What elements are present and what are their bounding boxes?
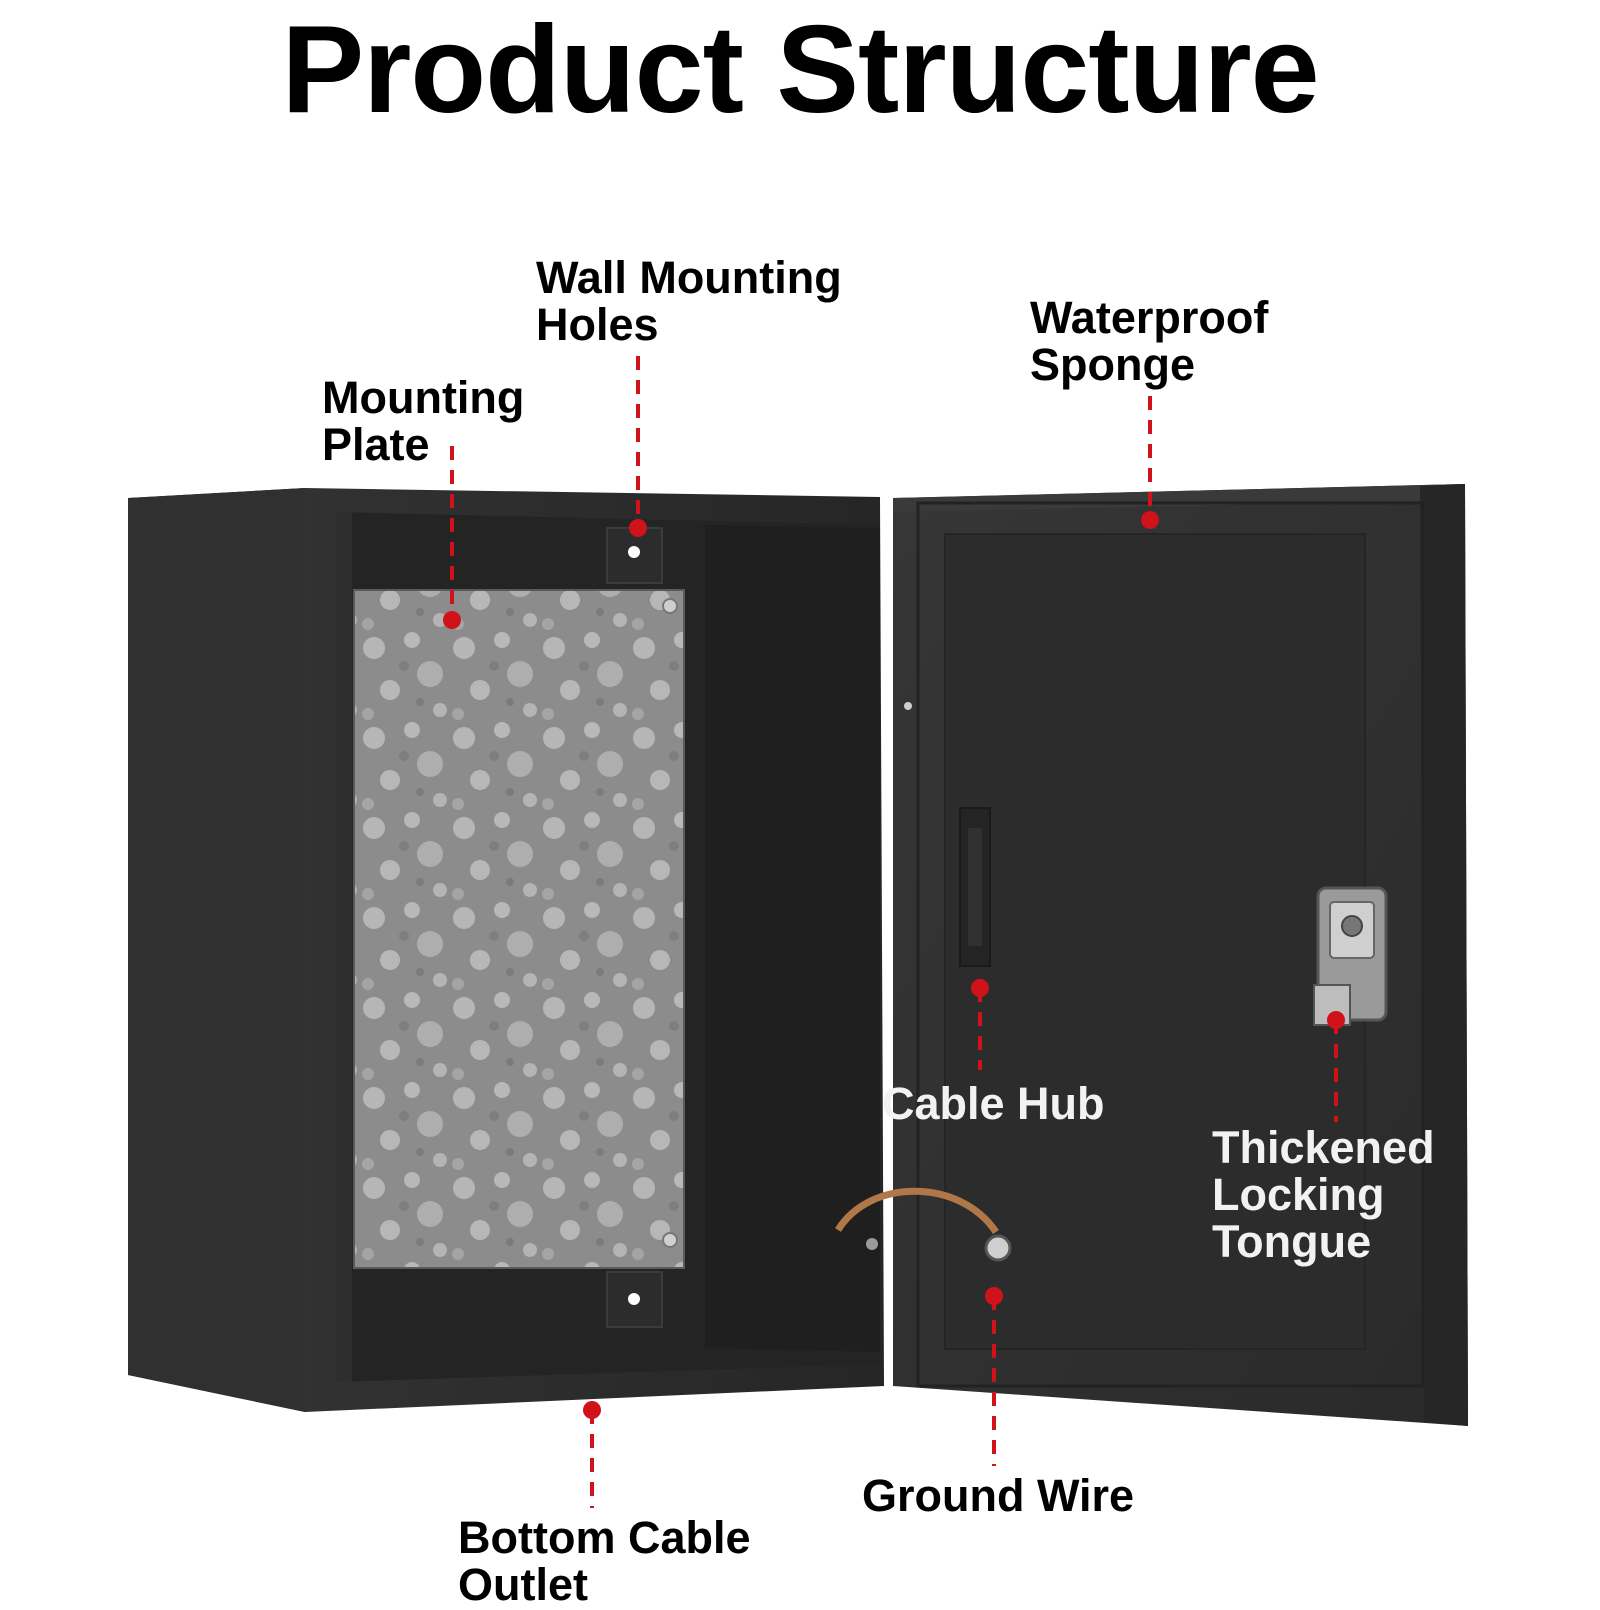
bottom-cable-outlet-dot — [583, 1401, 601, 1419]
page-title: Product Structure — [281, 1, 1319, 139]
waterproof-sponge-dot — [1141, 511, 1159, 529]
locking-tongue-dot — [1327, 1011, 1345, 1029]
wall-mounting-hole-top — [606, 527, 663, 584]
cable-hub-dot — [971, 979, 989, 997]
locking-tongue — [1313, 886, 1388, 1026]
wall-mounting-holes-dot — [629, 519, 647, 537]
label-ground-wire: Ground Wire — [862, 1470, 1135, 1521]
label-wall-mounting-holes: Wall Mounting Holes — [536, 252, 842, 350]
label-cable-hub: Cable Hub — [882, 1078, 1105, 1129]
ground-wire — [835, 1187, 1012, 1262]
cable-hub — [959, 807, 991, 967]
wall-mounting-hole-bottom — [606, 1271, 663, 1328]
label-thickened-locking-tongue: Thickened Locking Tongue — [1212, 1122, 1435, 1267]
label-mounting-plate: Mounting Plate — [322, 372, 525, 470]
ground-wire-dot — [985, 1287, 1003, 1305]
mounting-plate-dot — [443, 611, 461, 629]
enclosure-door — [893, 484, 1468, 1426]
label-waterproof-sponge: Waterproof Sponge — [1030, 292, 1269, 390]
mounting-plate — [353, 589, 685, 1269]
label-bottom-cable-outlet: Bottom Cable Outlet — [458, 1512, 751, 1610]
